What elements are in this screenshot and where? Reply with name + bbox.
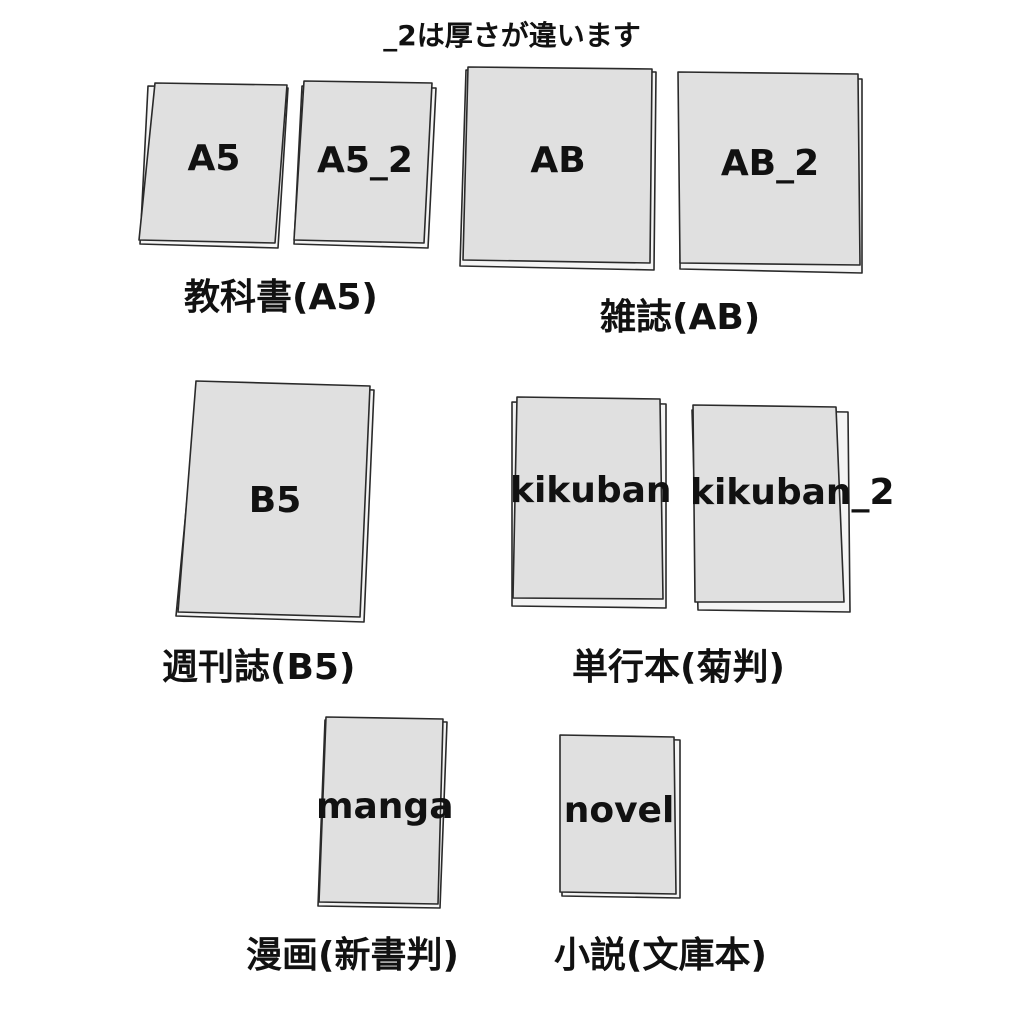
group-label-novel: 小説(文庫本) [554,935,767,976]
book-a5-2-shape [293,80,437,249]
book-ab: AB [458,66,658,272]
book-a5: A5 [138,82,290,250]
book-a5-label: A5 [187,138,241,179]
book-kikuban-label: kikuban [510,470,672,511]
book-b5-label: B5 [248,480,302,521]
book-a5-2: A5_2 [292,80,438,250]
page-title: _2は厚さが違います [383,19,641,52]
book-ab-label: AB [530,140,586,181]
book-kikuban-2-shape [691,404,851,613]
group-label-weekly: 週刊誌(B5) [162,647,356,688]
group-label-manga: 漫画(新書判) [246,935,459,976]
book-kikuban-2: kikuban_2 [690,404,895,614]
book-novel-label: novel [563,790,675,831]
book-ab-2-shape [677,71,863,274]
book-novel-shape [559,734,681,899]
book-b5: B5 [174,380,376,624]
book-manga-label: manga [316,786,454,827]
book-a5-shape [138,82,289,249]
group-label-magazine: 雑誌(AB) [600,297,761,338]
book-a5-2-label: A5_2 [317,140,413,181]
book-ab-2: AB_2 [676,71,864,275]
book-manga-shape [317,716,448,909]
book-kikuban: kikuban [510,396,672,610]
book-ab-2-label: AB_2 [720,143,820,184]
book-b5-shape [175,380,375,623]
book-manga: manga [316,716,454,910]
book-kikuban-shape [511,396,667,609]
book-ab-shape [459,66,657,271]
group-label-textbook: 教科書(A5) [184,277,378,318]
book-novel: novel [556,734,682,900]
book-kikuban-2-label: kikuban_2 [690,472,895,513]
group-label-tankobon: 単行本(菊判) [572,647,785,688]
